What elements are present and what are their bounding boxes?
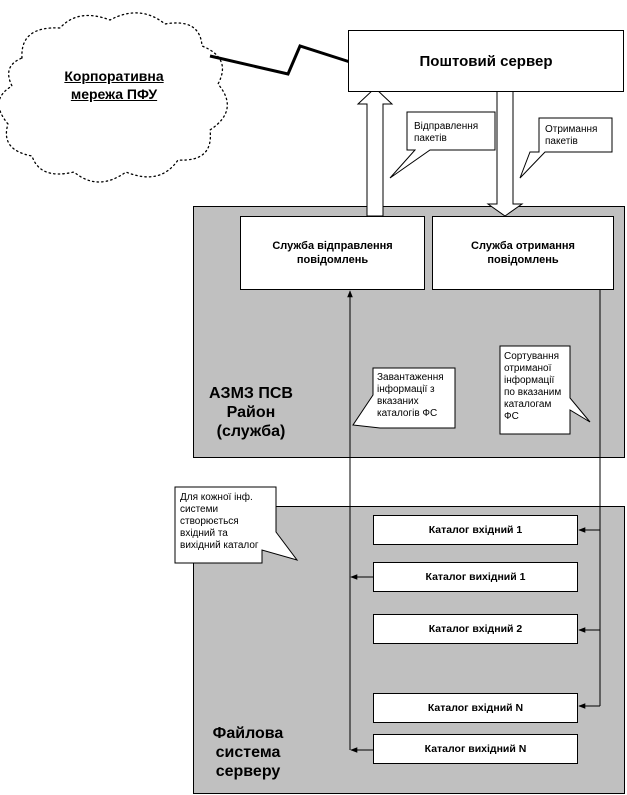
load-note-line-1: Завантаження — [377, 372, 444, 383]
receive-note-callout — [519, 117, 613, 179]
load-note-line-4: каталогів ФС — [377, 408, 438, 419]
receive-note-line-2: пакетів — [545, 136, 578, 147]
send-packets-arrow — [356, 87, 394, 217]
catalog-label: Каталог вхідний 2 — [428, 623, 523, 635]
network-link-lightning — [209, 44, 351, 76]
fs-note-callout — [174, 486, 299, 564]
catalog-incoming-2: Каталог вхідний 2 — [373, 614, 578, 644]
sort-note-line-4: по вказаним — [504, 387, 562, 398]
catalog-incoming-n: Каталог вхідний N — [373, 693, 578, 723]
catalog-label: Каталог вхідний N — [427, 702, 524, 714]
send-service-line-2: повідомлень — [296, 254, 369, 266]
send-service-line-1: Служба відправлення — [272, 240, 393, 252]
fs-catalog-note: Для кожної інф. системи створюється вхід… — [180, 492, 276, 552]
corporate-network-label: Корпоративна мережа ПФУ — [46, 67, 182, 103]
azmz-title-line-2: Район — [226, 404, 276, 421]
azmz-title: АЗМЗ ПСВ Район (служба) — [196, 384, 306, 441]
sort-note-line-1: Сортування — [504, 351, 560, 362]
azmz-title-line-1: АЗМЗ ПСВ — [209, 385, 293, 402]
catalog-label: Каталог вхідний 1 — [428, 524, 523, 536]
sort-note-line-3: інформації — [504, 375, 555, 386]
send-note-callout — [389, 111, 496, 179]
receive-packets-arrow — [486, 89, 524, 217]
receive-packets-note: Отримання пакетів — [545, 124, 611, 148]
fs-title-line-3: серверу — [215, 763, 281, 780]
sort-note-line-2: отриманої — [504, 363, 552, 374]
file-system-title: Файлова система серверу — [198, 724, 298, 781]
sort-note-callout — [499, 345, 591, 435]
receive-note-line-1: Отримання — [545, 124, 598, 135]
receive-service-line-1: Служба отримання — [471, 240, 575, 252]
sort-note-line-5: каталогам — [504, 399, 552, 410]
load-note-callout — [352, 367, 456, 429]
mail-server-label: Поштовий сервер — [419, 52, 553, 70]
send-packets-note: Відправлення пакетів — [414, 121, 494, 145]
fs-note-line-2: системи — [180, 504, 219, 515]
fs-title-line-2: система — [215, 744, 281, 761]
sort-note-line-6: ФС — [504, 411, 519, 422]
fs-note-line-1: Для кожної інф. — [180, 492, 253, 503]
send-note-line-1: Відправлення — [414, 121, 479, 132]
fs-note-line-3: створюється — [180, 516, 239, 527]
catalog-outgoing-n: Каталог вихідний N — [373, 734, 578, 764]
load-note-line-2: інформації з — [377, 384, 435, 395]
receive-service-line-2: повідомлень — [487, 254, 559, 266]
catalog-outgoing-1: Каталог вихідний 1 — [373, 562, 578, 592]
catalog-label: Каталог вихідний N — [424, 743, 527, 755]
load-info-note: Завантаження інформації з вказаних катал… — [377, 372, 455, 420]
fs-title-line-1: Файлова — [212, 725, 284, 742]
fs-note-line-4: вхідний та — [180, 528, 228, 539]
cloud-label-line-2: мережа ПФУ — [70, 86, 158, 102]
fs-note-line-5: вихідний каталог — [180, 540, 259, 551]
send-service-box: Служба відправлення повідомлень — [240, 216, 425, 290]
sort-info-note: Сортування отриманої інформації по вказа… — [504, 351, 570, 423]
catalog-incoming-1: Каталог вхідний 1 — [373, 515, 578, 545]
send-note-line-2: пакетів — [414, 133, 447, 144]
cloud-label-line-1: Корпоративна — [64, 68, 164, 84]
mail-server-box: Поштовий сервер — [348, 30, 624, 92]
catalog-label: Каталог вихідний 1 — [425, 571, 526, 583]
receive-service-box: Служба отримання повідомлень — [432, 216, 614, 290]
azmz-title-line-3: (служба) — [216, 423, 286, 440]
load-note-line-3: вказаних — [377, 396, 419, 407]
